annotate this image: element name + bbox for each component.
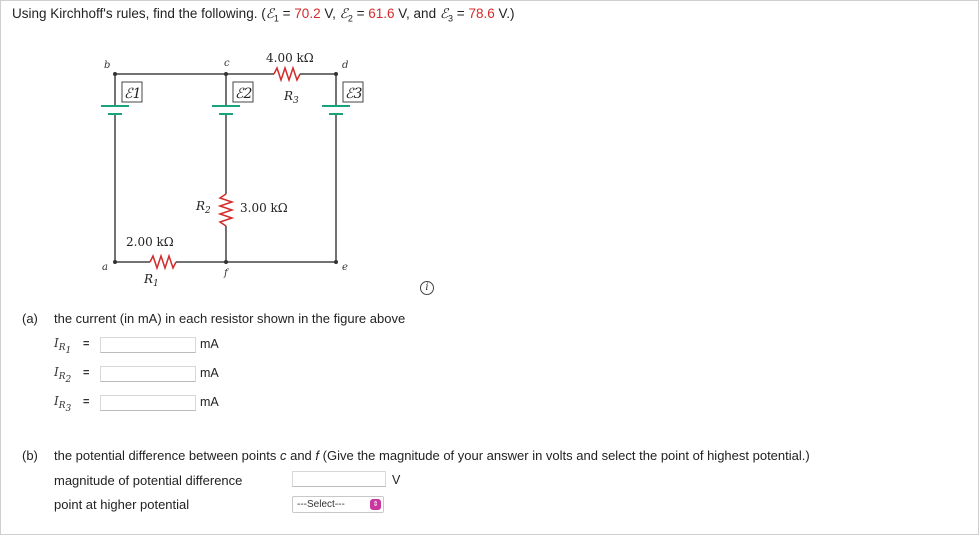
r2-symbol: R xyxy=(195,199,205,213)
node-b-label: b xyxy=(104,60,110,71)
part-a-prompt: (a)the current (in mA) in each resistor … xyxy=(22,311,406,326)
chevron-updown-icon: ⇕ xyxy=(370,499,381,510)
node-d-label: d xyxy=(342,60,348,71)
magnitude-input[interactable] xyxy=(292,471,386,487)
higher-potential-select[interactable]: ---Select--- ⇕ xyxy=(292,496,384,513)
r1-symbol: R xyxy=(143,272,153,286)
r3-value: 4.00 kΩ xyxy=(266,51,314,65)
ir3-equals: = xyxy=(83,396,90,408)
ir1-label: IR1 xyxy=(54,336,72,357)
r1-value: 2.00 kΩ xyxy=(126,235,174,249)
ir1-equals: = xyxy=(83,338,90,350)
magnitude-label: magnitude of potential difference xyxy=(54,473,243,488)
question-text: Using Kirchhoff's rules, find the follow… xyxy=(12,6,515,24)
svg-text:R3: R3 xyxy=(283,89,299,106)
higher-potential-label: point at higher potential xyxy=(54,497,190,512)
r2-subscript: 2 xyxy=(204,206,211,216)
emf3-value: 78.6 xyxy=(468,6,495,21)
info-icon[interactable]: i xyxy=(420,281,434,295)
ir3-input[interactable] xyxy=(100,395,196,411)
circuit-diagram: b c d a f e ℰ1 ℰ2 ℰ3 4.00 kΩ R3 3.00 kΩ … xyxy=(101,51,364,289)
select-value: ---Select--- xyxy=(297,499,345,510)
svg-text:R1: R1 xyxy=(143,272,159,289)
ir2-unit: mA xyxy=(200,366,219,380)
svg-text:R2: R2 xyxy=(195,199,211,216)
emf3-label: ℰ3 xyxy=(345,86,362,102)
r2-value: 3.00 kΩ xyxy=(240,201,288,215)
r3-subscript: 3 xyxy=(293,96,299,106)
emf1-value: 70.2 xyxy=(294,6,321,21)
ir2-input[interactable] xyxy=(100,366,196,382)
ir3-label: IR3 xyxy=(54,394,72,415)
emf1-label: ℰ1 xyxy=(124,86,141,102)
node-e-label: e xyxy=(342,262,348,273)
ir2-label: IR2 xyxy=(54,365,72,386)
node-f-label: f xyxy=(223,268,230,279)
ir3-unit: mA xyxy=(200,395,219,409)
part-b-prompt: (b)the potential difference between poin… xyxy=(22,448,810,463)
node-a-label: a xyxy=(102,262,108,273)
r3-symbol: R xyxy=(283,89,293,103)
ir1-unit: mA xyxy=(200,337,219,351)
magnitude-unit: V xyxy=(392,473,401,487)
emf2-value: 61.6 xyxy=(368,6,395,21)
node-c-label: c xyxy=(224,58,230,69)
ir1-input[interactable] xyxy=(100,337,196,353)
ir2-equals: = xyxy=(83,367,90,379)
emf2-label: ℰ2 xyxy=(235,86,252,102)
r1-subscript: 1 xyxy=(153,279,159,289)
